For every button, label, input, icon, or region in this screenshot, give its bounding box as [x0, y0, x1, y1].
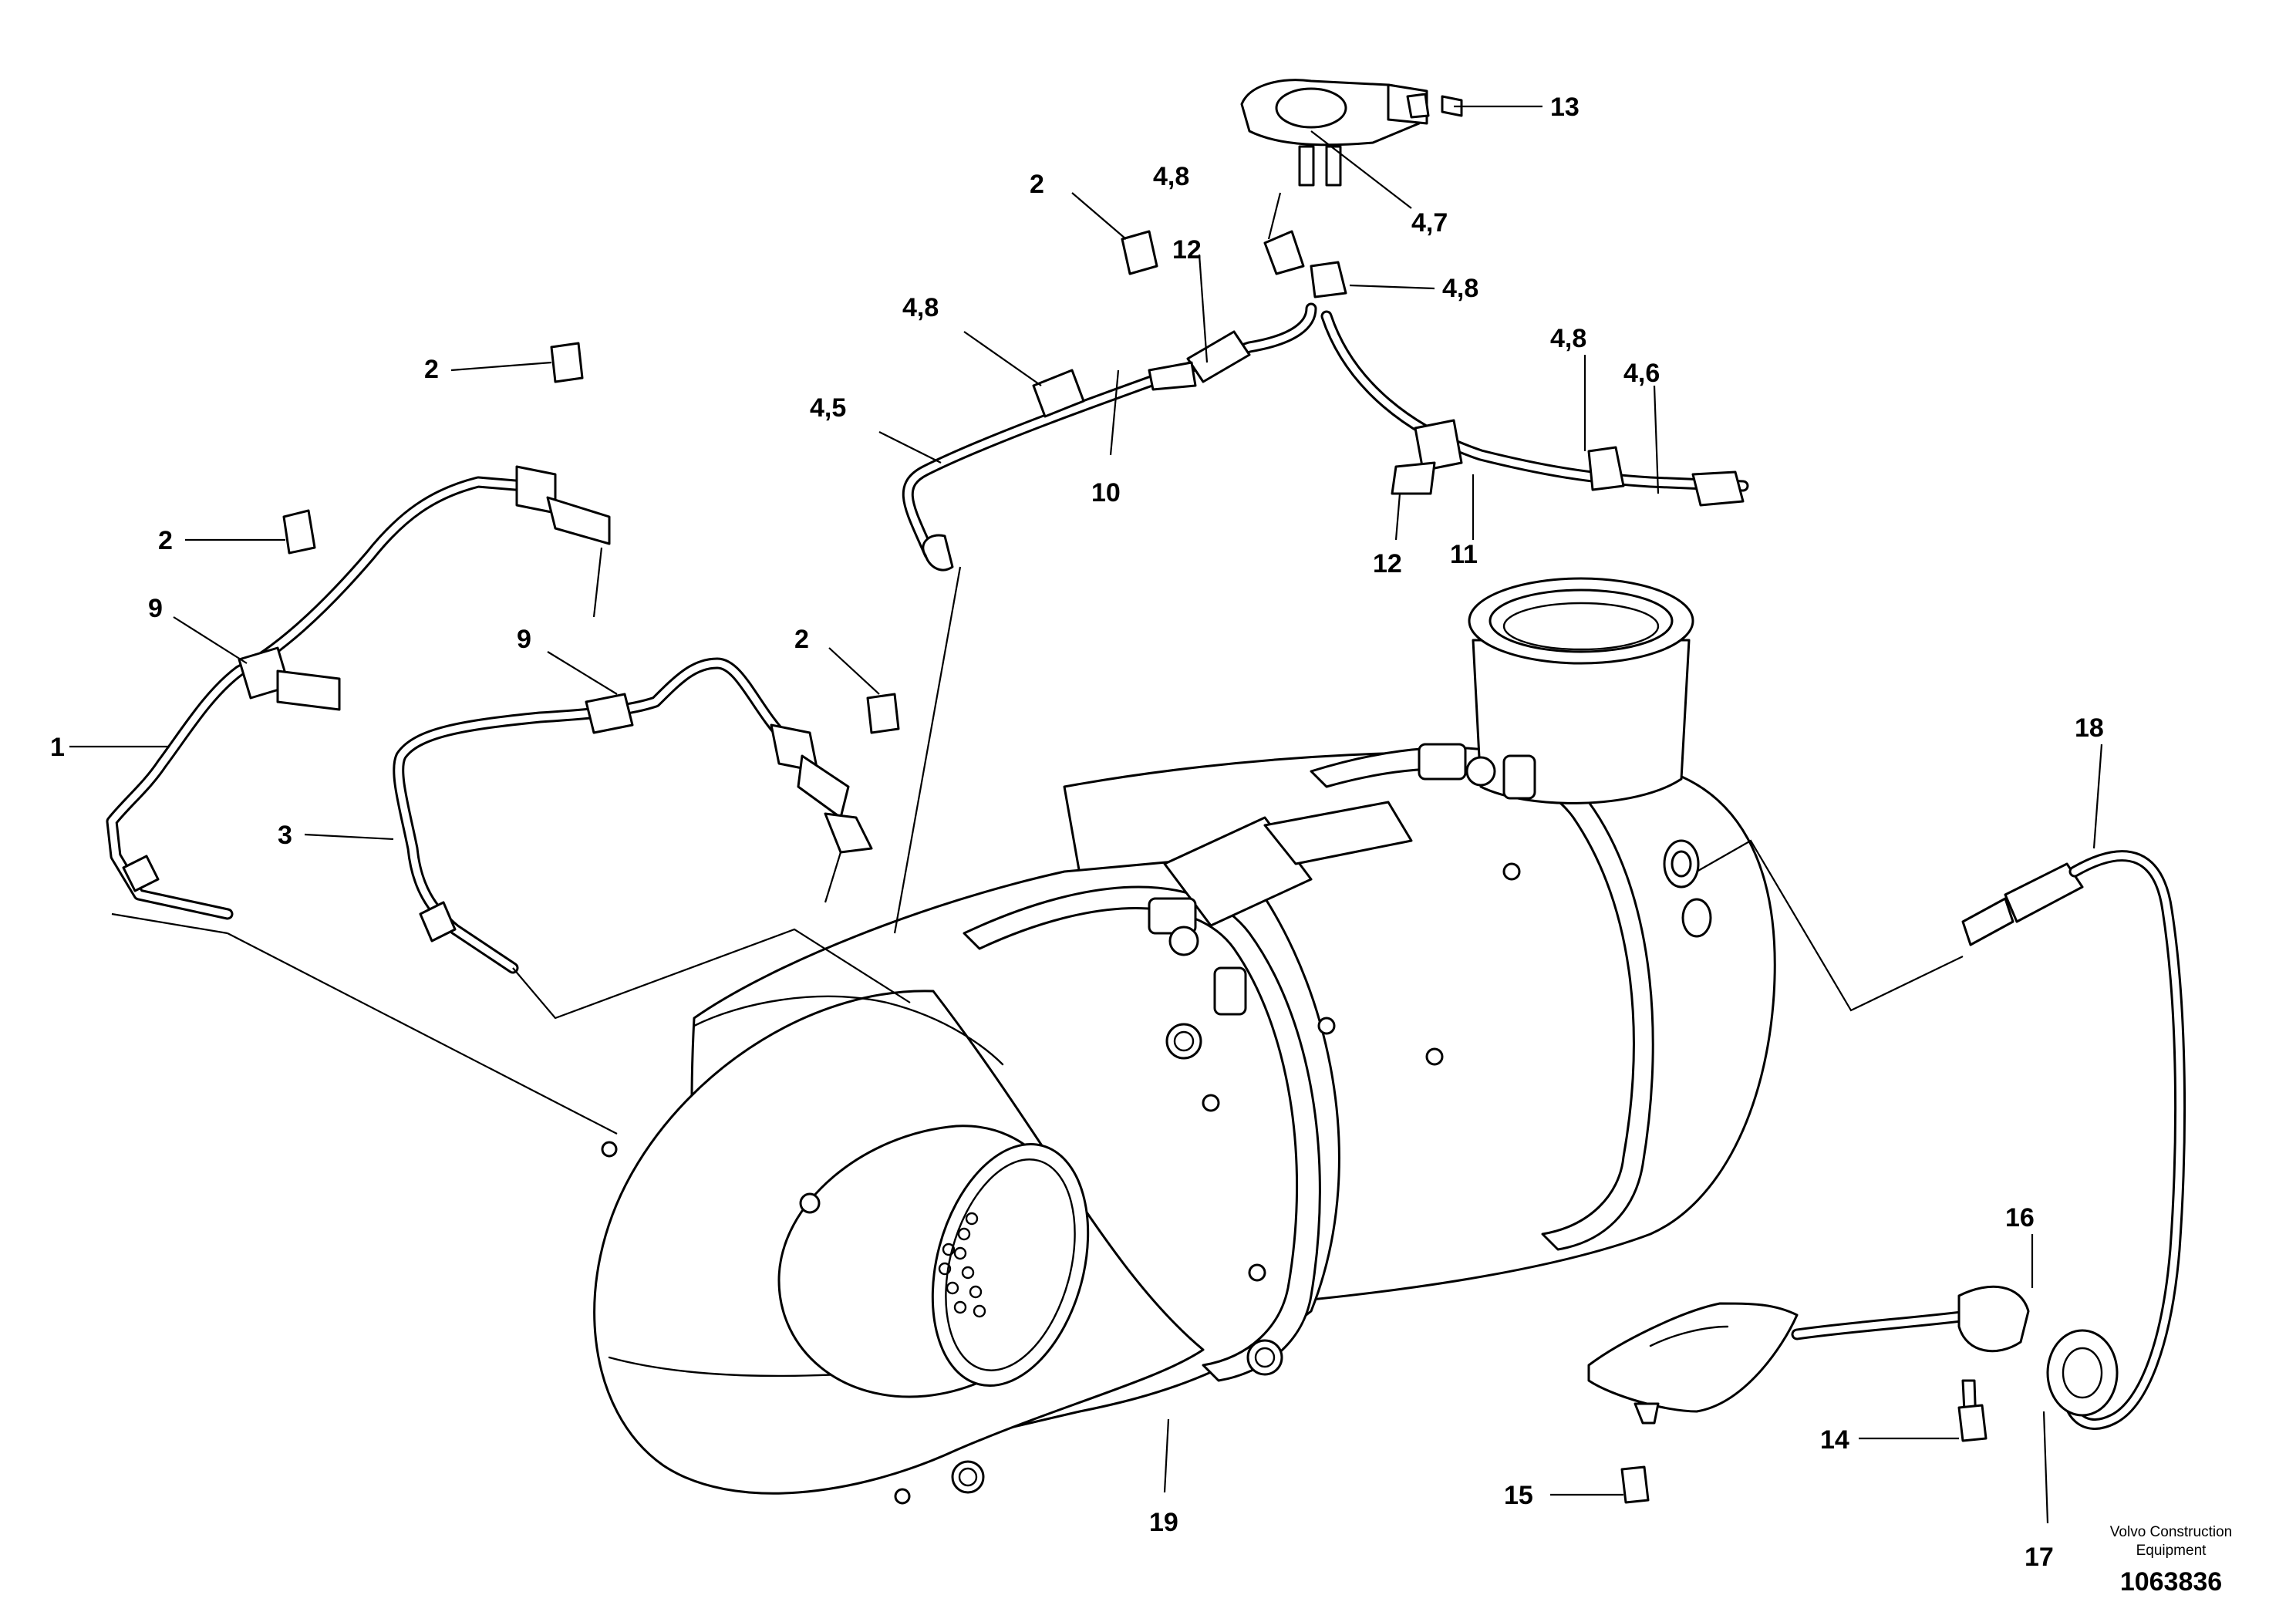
- callout-11: 11: [1450, 540, 1478, 569]
- callout-leader-lines: [69, 105, 2103, 1524]
- callout-2-left-lower: 2: [158, 526, 173, 555]
- callout-2-top: 2: [1030, 170, 1044, 199]
- exhaust-temp-sensor-3: [393, 657, 873, 974]
- exhaust-aftertreatment-canister: [593, 577, 1776, 1505]
- callout-1: 1: [50, 733, 65, 762]
- callout-14: 14: [1820, 1425, 1849, 1455]
- callout-12-bottom: 12: [1373, 549, 1402, 578]
- callout-15: 15: [1504, 1481, 1533, 1510]
- nox-sensor-18: [1961, 850, 2186, 1430]
- perforated-outlet-holes: [938, 1212, 986, 1318]
- callout-4-8-left: 4,8: [902, 293, 939, 322]
- callout-10: 10: [1091, 478, 1121, 508]
- callout-4-8-top: 4,8: [1153, 162, 1189, 191]
- pressure-sensor-4-7: [1240, 79, 1463, 187]
- bolts: [282, 93, 1988, 1504]
- callout-17: 17: [2025, 1543, 2054, 1572]
- brand-line-1: Volvo Construction: [2110, 1524, 2232, 1540]
- exhaust-temp-sensor-1: [106, 465, 611, 935]
- callout-9-left: 9: [148, 594, 163, 623]
- nox-control-unit: [1587, 1285, 2119, 1428]
- callout-16: 16: [2005, 1203, 2035, 1233]
- callout-4-5: 4,5: [810, 393, 846, 423]
- callout-2-mid: 2: [794, 625, 809, 654]
- callout-2-left-upper: 2: [424, 355, 439, 384]
- callout-12-top: 12: [1172, 235, 1202, 265]
- callout-4-7: 4,7: [1411, 208, 1448, 238]
- callout-19: 19: [1149, 1508, 1178, 1537]
- callout-18: 18: [2075, 713, 2104, 743]
- brand-line-2: Equipment: [2136, 1543, 2207, 1559]
- callout-13: 13: [1550, 93, 1580, 122]
- callout-labels: 13 4,7 4,8 4,8 4,8 4,8 4,6 2 12 4,5 10 1…: [50, 93, 2104, 1572]
- upper-sensor-harness: [902, 230, 1749, 572]
- footer: Volvo Construction Equipment 1063836: [2110, 1524, 2232, 1597]
- callout-9-mid: 9: [517, 625, 531, 654]
- document-number: 1063836: [2120, 1567, 2222, 1597]
- callout-4-6: 4,6: [1623, 359, 1660, 388]
- callout-4-8-mid: 4,8: [1442, 274, 1478, 303]
- callout-4-8-right: 4,8: [1550, 324, 1586, 353]
- callout-3: 3: [278, 821, 292, 850]
